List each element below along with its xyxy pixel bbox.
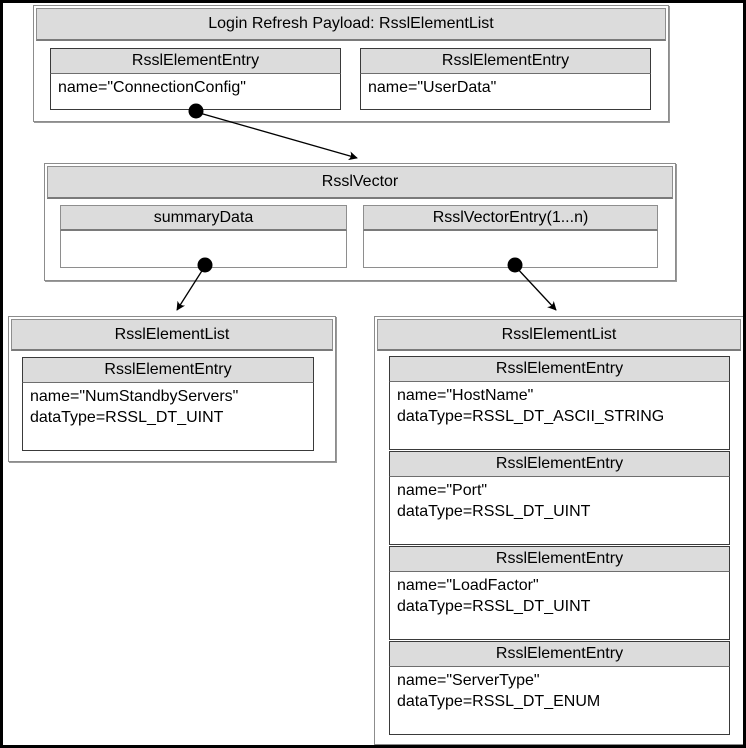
entry-name-line: name="ConnectionConfig" bbox=[58, 79, 246, 96]
element-entry-server-type-header: RsslElementEntry bbox=[389, 641, 730, 667]
element-entry-port: RsslElementEntry name="Port" dataType=RS… bbox=[389, 451, 730, 545]
rssl-vector-entry-panel: RsslVectorEntry(1...n) bbox=[363, 205, 658, 268]
element-entry-user-data: RsslElementEntry name="UserData" bbox=[360, 48, 651, 110]
rssl-vector-entry-header: RsslVectorEntry(1...n) bbox=[363, 205, 658, 231]
entry-element-list-header: RsslElementList bbox=[377, 319, 741, 351]
summary-data-header: summaryData bbox=[60, 205, 347, 231]
entry-name-line: name="UserData" bbox=[368, 79, 497, 96]
element-entry-host-name-header: RsslElementEntry bbox=[389, 356, 730, 382]
entry-name-line: name="Port" bbox=[397, 482, 488, 499]
panel-header-label: summaryData bbox=[153, 208, 254, 226]
entry-datatype-line: dataType=RSSL_DT_UINT bbox=[397, 597, 591, 615]
element-entry-load-factor-body: name="LoadFactor" dataType=RSSL_DT_UINT bbox=[389, 572, 730, 640]
element-entry-connection-config: RsslElementEntry name="ConnectionConfig" bbox=[50, 48, 341, 110]
element-entry-user-data-body: name="UserData" bbox=[360, 74, 651, 110]
entry-name-line: name="LoadFactor" bbox=[397, 577, 539, 594]
element-entry-connection-config-body: name="ConnectionConfig" bbox=[50, 74, 341, 110]
entry-header-label: RsslElementEntry bbox=[495, 550, 624, 567]
element-entry-host-name-body: name="HostName" dataType=RSSL_DT_ASCII_S… bbox=[389, 382, 730, 450]
summary-data-body bbox=[60, 231, 347, 268]
entry-header-label: RsslElementEntry bbox=[104, 361, 232, 378]
element-entry-port-header: RsslElementEntry bbox=[389, 451, 730, 477]
entry-header-label: RsslElementEntry bbox=[131, 52, 260, 69]
rssl-vector-title: RsslVector bbox=[321, 173, 399, 190]
entry-name-line: name="HostName" bbox=[397, 387, 534, 404]
element-entry-server-type-body: name="ServerType" dataType=RSSL_DT_ENUM bbox=[389, 667, 730, 735]
entry-header-label: RsslElementEntry bbox=[495, 645, 624, 662]
element-entry-connection-config-header: RsslElementEntry bbox=[50, 48, 341, 74]
element-entry-num-standby-servers-body: name="NumStandbyServers" dataType=RSSL_D… bbox=[22, 383, 314, 451]
entry-header-label: RsslElementEntry bbox=[495, 360, 624, 377]
entry-datatype-line: dataType=RSSL_DT_UINT bbox=[397, 502, 591, 520]
entry-datatype-line: dataType=RSSL_DT_ASCII_STRING bbox=[397, 407, 665, 425]
rssl-vector-header: RsslVector bbox=[47, 166, 673, 199]
entry-datatype-line: dataType=RSSL_DT_ENUM bbox=[397, 692, 601, 710]
entry-datatype-line: dataType=RSSL_DT_UINT bbox=[30, 408, 224, 426]
summary-element-list-header: RsslElementList bbox=[11, 319, 333, 351]
element-entry-user-data-header: RsslElementEntry bbox=[360, 48, 651, 74]
element-entry-server-type: RsslElementEntry name="ServerType" dataT… bbox=[389, 641, 730, 735]
element-entry-load-factor: RsslElementEntry name="LoadFactor" dataT… bbox=[389, 546, 730, 640]
entry-header-label: RsslElementEntry bbox=[495, 455, 624, 472]
element-entry-port-body: name="Port" dataType=RSSL_DT_UINT bbox=[389, 477, 730, 545]
login-refresh-payload-header: Login Refresh Payload: RsslElementList bbox=[36, 8, 666, 41]
panel-header-label: RsslVectorEntry(1...n) bbox=[432, 208, 589, 226]
entry-header-label: RsslElementEntry bbox=[441, 52, 570, 69]
summary-data-panel: summaryData bbox=[60, 205, 347, 268]
element-entry-num-standby-servers-header: RsslElementEntry bbox=[22, 357, 314, 383]
entry-name-line: name="ServerType" bbox=[397, 672, 540, 689]
entry-element-list-title: RsslElementList bbox=[501, 325, 617, 343]
rssl-vector-entry-body bbox=[363, 231, 658, 268]
summary-element-list-title: RsslElementList bbox=[114, 325, 230, 343]
entry-name-line: name="NumStandbyServers" bbox=[30, 388, 239, 405]
element-entry-load-factor-header: RsslElementEntry bbox=[389, 546, 730, 572]
element-entry-host-name: RsslElementEntry name="HostName" dataTyp… bbox=[389, 356, 730, 450]
login-refresh-payload-title: Login Refresh Payload: RsslElementList bbox=[208, 15, 494, 32]
element-entry-num-standby-servers: RsslElementEntry name="NumStandbyServers… bbox=[22, 357, 314, 451]
